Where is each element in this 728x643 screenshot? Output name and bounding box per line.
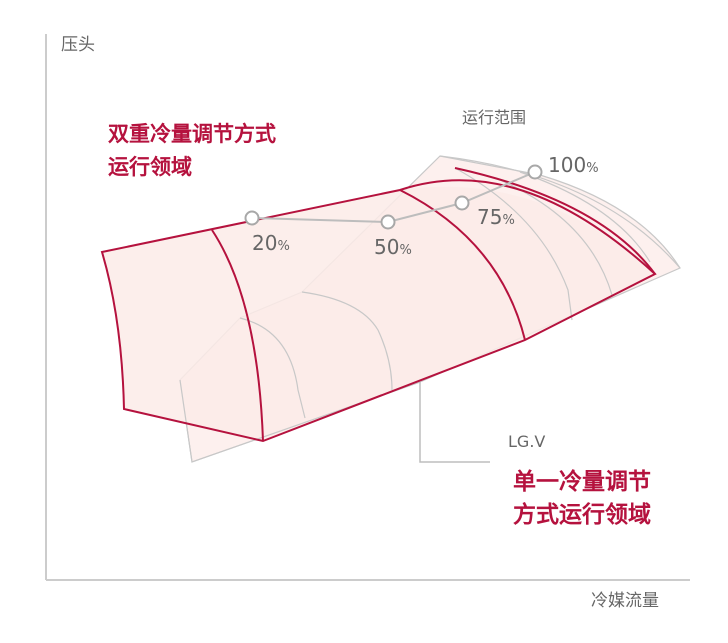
product-leader-line <box>419 382 490 463</box>
operating-range-label: 运行范围 <box>462 108 527 127</box>
x-axis-label: 冷媒流量 <box>591 591 659 611</box>
percent-label-75: 75% <box>477 205 515 229</box>
dual-region-title-line2: 运行领域 <box>108 154 192 179</box>
marker-75 <box>454 195 470 211</box>
percent-connector-line <box>251 171 536 224</box>
y-axis-label: 压头 <box>61 35 95 55</box>
dual-region-outline <box>100 179 657 443</box>
red-section-curve-100 <box>454 167 656 275</box>
red-section-curve-75 <box>399 189 526 341</box>
red-section-curve-20 <box>211 229 264 442</box>
dual-region-title: 双重冷量调节方式 运行领域 <box>108 118 276 183</box>
grey-envelope-left <box>179 379 421 463</box>
percent-label-20: 20% <box>252 231 290 255</box>
product-label: LG.V <box>508 432 546 451</box>
single-region-title-line1: 单一冷量调节 <box>513 469 651 495</box>
grey-section-curve-5 <box>519 171 651 263</box>
marker-20 <box>244 210 260 226</box>
grey-section-curve-2 <box>301 291 393 391</box>
grey-section-curve-1 <box>239 317 306 419</box>
grey-envelope-outer <box>439 155 681 269</box>
percent-label-50: 50% <box>374 235 412 259</box>
dual-region-fill <box>102 186 655 441</box>
single-region-title-line2: 方式运行领域 <box>513 502 651 529</box>
marker-100 <box>527 164 543 180</box>
marker-50 <box>380 214 396 230</box>
percent-label-100: 100% <box>548 153 599 177</box>
single-region-title: 单一冷量调节 方式运行领域 <box>513 466 651 533</box>
dual-region-title-line1: 双重冷量调节方式 <box>108 122 276 146</box>
